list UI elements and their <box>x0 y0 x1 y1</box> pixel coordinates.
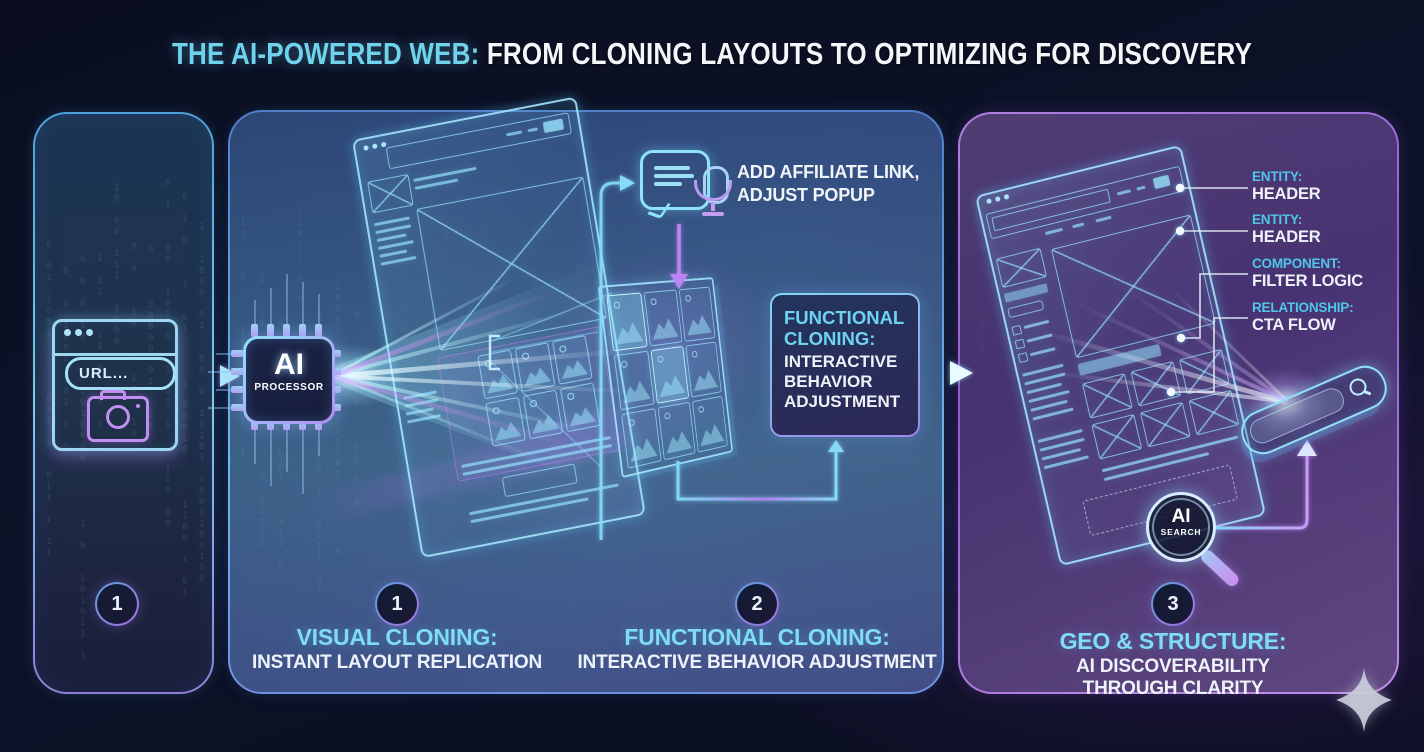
ai-search-sublabel: SEARCH <box>1160 527 1202 537</box>
browser-window-icon: URL... <box>52 319 178 451</box>
step-number-1a: 1 <box>95 582 139 626</box>
browser-titlebar <box>55 322 175 356</box>
arrow-bubble-to-grid <box>670 224 688 289</box>
arrow-url-to-chip <box>182 365 240 387</box>
connector-wireframe-to-bubble <box>599 175 635 540</box>
callout-component: COMPONENT: FILTER LOGIC <box>1252 255 1363 291</box>
browser-dots-icon <box>64 329 97 346</box>
caption-functional-cloning-title: FUNCTIONAL CLONING: <box>624 624 890 650</box>
callout-dots <box>1166 183 1186 397</box>
callout-value: CTA FLOW <box>1252 316 1336 334</box>
camera-icon <box>87 390 149 442</box>
ai-search-magnifier-icon: AI SEARCH <box>1146 492 1216 562</box>
url-input: URL... <box>65 357 176 390</box>
callout-value: FILTER LOGIC <box>1252 272 1363 290</box>
callout-lines <box>1174 187 1248 393</box>
callout-value: HEADER <box>1252 185 1321 203</box>
functional-cloning-box: FUNCTIONAL CLONING: INTERACTIVE BEHAVIOR… <box>770 293 920 437</box>
callout-type: COMPONENT: <box>1252 256 1341 271</box>
caption-geo-structure-subtitle: AI DISCOVERABILITY THROUGH CLARITY <box>1076 656 1270 699</box>
magnifier-icon <box>1343 372 1375 404</box>
callout-type: ENTITY: <box>1252 212 1303 227</box>
step-number-3: 3 <box>1151 582 1195 626</box>
caption-visual-cloning-title: VISUAL CLONING: <box>296 624 498 650</box>
caption-functional-cloning-subtitle: INTERACTIVE BEHAVIOR ADJUSTMENT <box>577 652 937 673</box>
sparkle-icon <box>1336 668 1392 732</box>
microphone-icon <box>694 166 734 224</box>
callout-relationship: RELATIONSHIP: CTA FLOW <box>1252 299 1354 335</box>
note-line-2: ADJUST POPUP <box>737 185 875 205</box>
connector-magnifier-to-searchbar <box>1213 440 1317 530</box>
caption-geo-structure-title: GEO & STRUCTURE: <box>1059 628 1287 654</box>
title-rest: FROM CLONING LAYOUTS TO OPTIMIZING FOR D… <box>479 36 1253 71</box>
callout-type: RELATIONSHIP: <box>1252 300 1354 315</box>
func-box-heading: FUNCTIONAL CLONING: <box>784 307 904 349</box>
chip-sublabel: PROCESSOR <box>254 382 324 393</box>
connector-grid-to-funcbox <box>676 440 844 501</box>
page-title: THE AI-POWERED WEB: FROM CLONING LAYOUTS… <box>114 36 1310 72</box>
projection-lines <box>488 292 613 470</box>
chip-label: AI <box>274 348 304 381</box>
voice-command-note: ADD AFFILIATE LINK, ADJUST POPUP <box>737 161 919 207</box>
step-number-1b: 1 <box>375 582 419 626</box>
step-number-2: 2 <box>735 582 779 626</box>
ai-search-label: AI <box>1171 506 1191 527</box>
func-box-body: INTERACTIVE BEHAVIOR ADJUSTMENT <box>784 352 901 411</box>
chip-body: AI PROCESSOR <box>243 336 335 424</box>
note-line-1: ADD AFFILIATE LINK, <box>737 162 920 182</box>
cpu-chip-icon: AI PROCESSOR <box>208 274 364 500</box>
callout-type: ENTITY: <box>1252 169 1303 184</box>
callout-entity-1: ENTITY: HEADER <box>1252 168 1321 204</box>
caption-visual-cloning-subtitle: INSTANT LAYOUT REPLICATION <box>251 652 542 673</box>
callout-value: HEADER <box>1252 228 1321 246</box>
title-highlight: THE AI-POWERED WEB: <box>171 36 480 71</box>
callout-entity-2: ENTITY: HEADER <box>1252 211 1321 247</box>
arrow-funcbox-to-panel3 <box>918 361 973 385</box>
